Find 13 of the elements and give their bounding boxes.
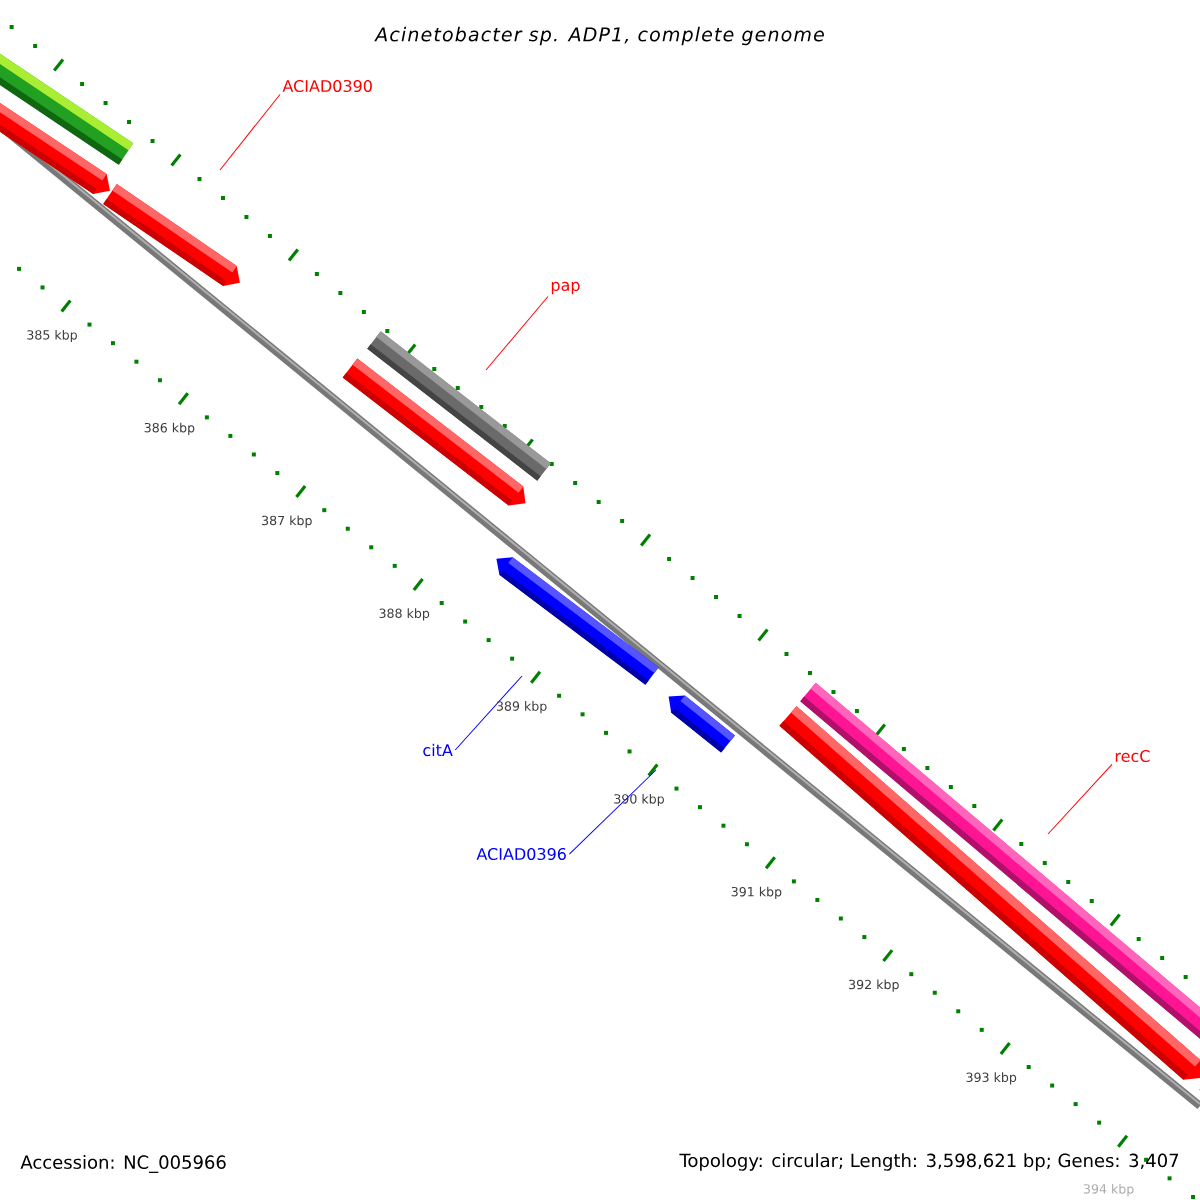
gene-label: ACIAD0396: [476, 847, 566, 861]
title: Acinetobacter sp. ADP1, complete genome: [374, 26, 824, 46]
leader-line: [485, 296, 549, 371]
leader-line: [219, 93, 281, 171]
leader-line: [568, 769, 657, 855]
gene-label: citA: [423, 743, 453, 757]
leader-line: [1047, 763, 1113, 835]
gene-label: ACIAD0390: [282, 79, 372, 93]
gene-label: pap: [551, 281, 580, 295]
leader-line: [454, 675, 523, 751]
gene-label: recC: [1115, 749, 1150, 763]
footer-text: Topology: circular; Length: 3,598,621 bp; Genes: 3,407: [679, 1153, 1179, 1171]
footer-text: Accession: NC_005966: [20, 1155, 226, 1173]
